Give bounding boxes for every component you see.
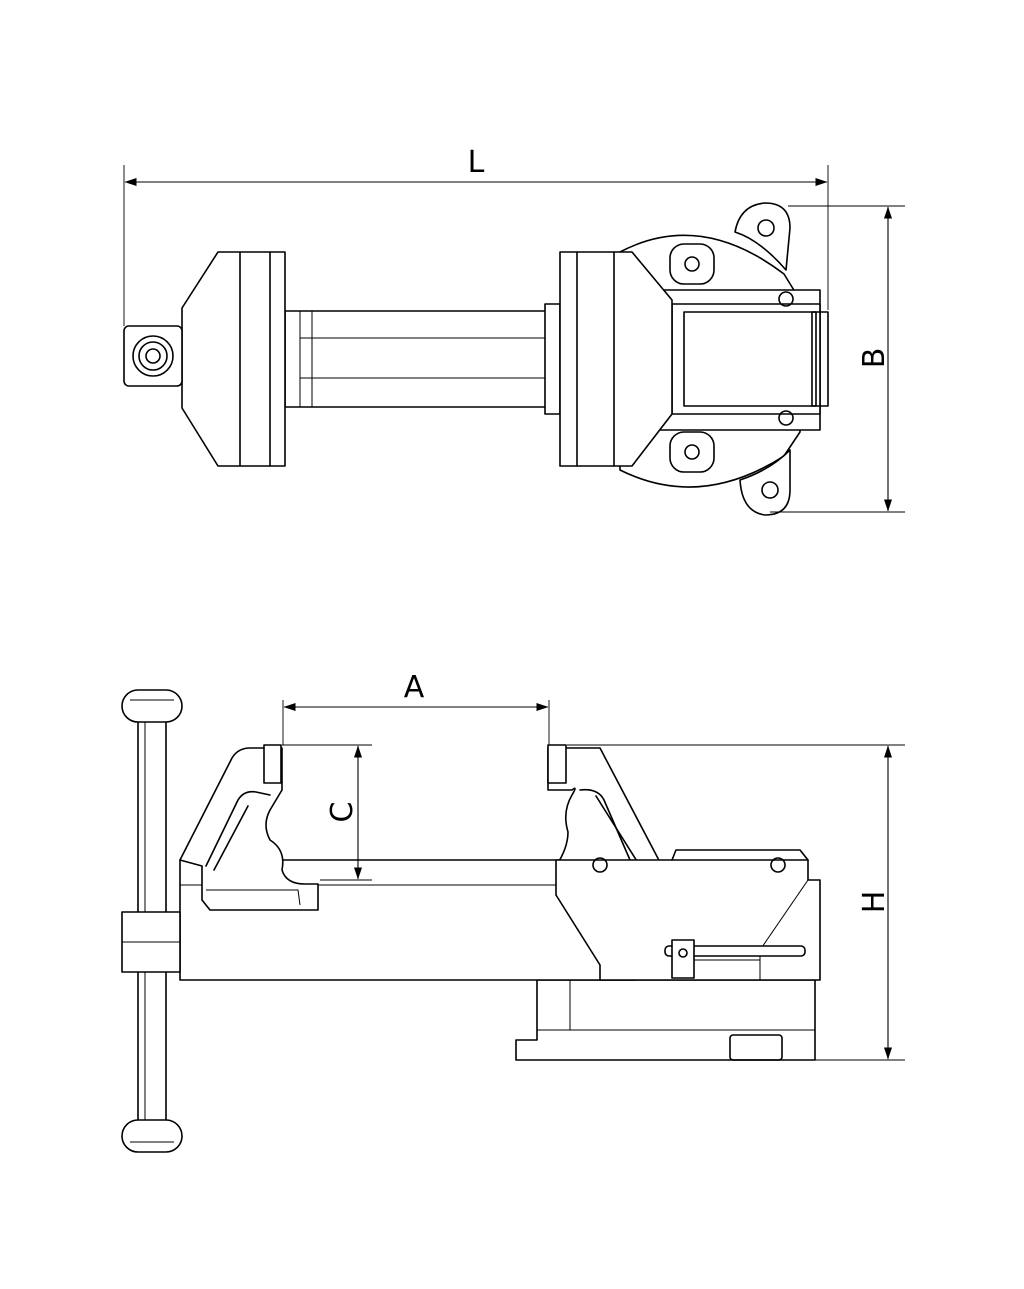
slide-bar-top: [284, 303, 561, 415]
dimension-label-C: C: [325, 802, 360, 823]
dimension-A: A: [282, 670, 550, 745]
dimension-H: H: [567, 744, 905, 1061]
dimension-label-B: B: [857, 348, 892, 369]
movable-jaw-top: [123, 251, 286, 467]
dimension-L: L: [123, 145, 829, 326]
dimension-C: C: [282, 744, 372, 881]
dimension-label-A: A: [404, 670, 425, 705]
dimension-label-H: H: [857, 891, 892, 914]
dimension-B: B: [770, 205, 905, 513]
swivel-base-side: [515, 979, 816, 1061]
movable-jaw-side: [179, 744, 319, 911]
t-handle-side: [121, 689, 183, 1153]
fixed-jaw-side: [547, 744, 821, 981]
side-view: A C H: [121, 670, 905, 1153]
top-view: L B: [123, 145, 905, 516]
dimension-label-L: L: [468, 145, 485, 180]
fixed-jaw-block-top: [559, 251, 673, 467]
fixed-jaw-top: [654, 289, 829, 431]
